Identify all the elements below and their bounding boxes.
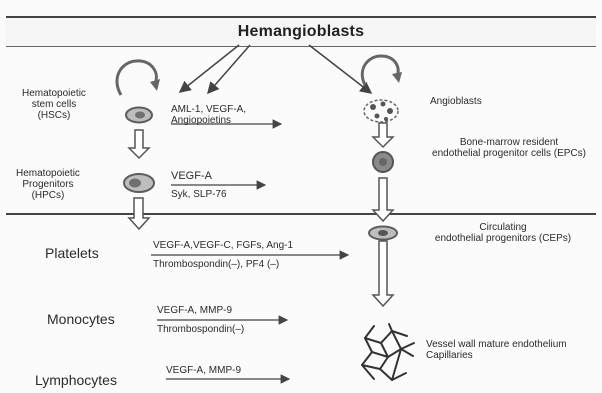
platelets-factors-bottom: Thrombospondin(–), PF4 (–) xyxy=(153,259,279,270)
hpc-cell-icon xyxy=(124,174,154,192)
platelets-factors-top: VEGF-A,VEGF-C, FGFs, Ang-1 xyxy=(153,240,293,251)
cep-label-line-2: endothelial progenitors (CEPs) xyxy=(408,233,598,244)
hpc-label-line-1: Hematopoietic xyxy=(16,168,80,179)
vessel-label-line-2: Capillaries xyxy=(426,350,567,361)
hpc-label-line-2: Progenitors xyxy=(16,179,80,190)
epc-cell-icon xyxy=(373,152,393,172)
hsc-label-line-1: Hematopoietic xyxy=(22,88,86,99)
platelets-label: Platelets xyxy=(45,245,99,261)
vessel-label: Vessel wall mature endothelium Capillari… xyxy=(426,339,567,361)
cep-label: Circulating endothelial progenitors (CEP… xyxy=(408,222,598,244)
hsc-label: Hematopoietic stem cells (HSCs) xyxy=(22,88,86,121)
hpc-factors-bottom: Syk, SLP-76 xyxy=(171,189,227,200)
vessel-label-line-1: Vessel wall mature endothelium xyxy=(426,339,567,350)
cep-to-vessel-arrow xyxy=(373,241,393,306)
hsc-factors-line-1: AML-1, VEGF-A, xyxy=(171,104,246,115)
hpc-factors-top: VEGF-A xyxy=(171,170,212,182)
angioblasts-label: Angioblasts xyxy=(430,96,482,107)
capillary-network-icon xyxy=(362,324,414,380)
cep-cell-icon xyxy=(369,227,397,240)
epc-label-line-1: Bone-marrow resident xyxy=(409,137,602,148)
hsc-label-line-3: (HSCs) xyxy=(22,110,86,121)
loop-hsc-icon xyxy=(117,61,160,95)
monocytes-label: Monocytes xyxy=(47,311,115,327)
monocytes-factors-bottom: Thrombospondin(–) xyxy=(157,324,244,335)
lymphocytes-label: Lymphocytes xyxy=(35,372,117,388)
epc-label-line-2: endothelial progenitor cells (EPCs) xyxy=(409,148,602,159)
angioblast-cluster-icon xyxy=(364,100,398,122)
hsc-label-line-2: stem cells xyxy=(22,99,86,110)
hpc-label: Hematopoietic Progenitors (HPCs) xyxy=(16,168,80,201)
epc-label: Bone-marrow resident endothelial progeni… xyxy=(409,137,602,159)
loop-angioblast-icon xyxy=(362,56,402,85)
angioblast-to-epc-arrow xyxy=(373,123,393,147)
hsc-factors-line-2: Angiopoietins xyxy=(171,115,246,126)
hsc-cell-icon xyxy=(126,108,152,123)
hpc-label-line-3: (HPCs) xyxy=(16,190,80,201)
monocytes-factors-top: VEGF-A, MMP-9 xyxy=(157,305,232,316)
hsc-factors: AML-1, VEGF-A, Angiopoietins xyxy=(171,104,246,126)
cep-label-line-1: Circulating xyxy=(408,222,598,233)
hsc-to-hpc-arrow xyxy=(129,130,149,158)
lymphocytes-factors: VEGF-A, MMP-9 xyxy=(166,365,241,376)
